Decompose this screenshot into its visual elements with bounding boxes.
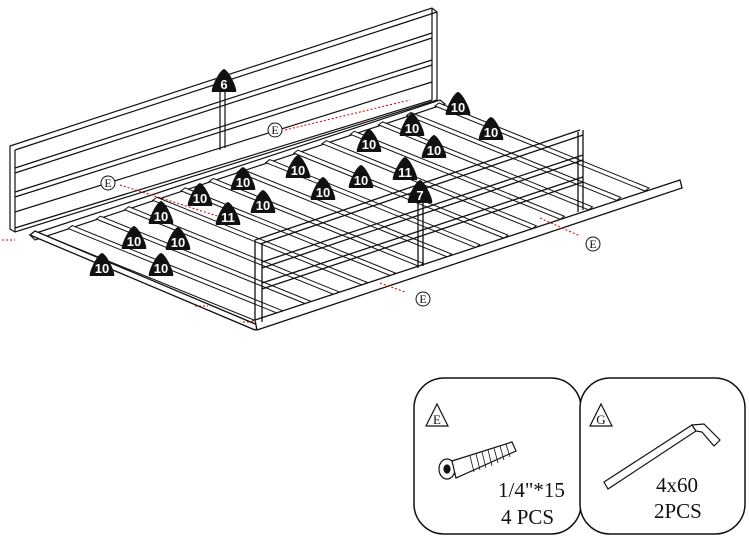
callout-slat-10-label: 10 [256,198,270,213]
callout-headboard-6: 6 [211,69,237,92]
bolt-callout-e-label: E [419,292,426,306]
part-callouts: 6710101010101010101010101010101010101111… [89,69,601,307]
callout-slat-10: 10 [165,227,191,250]
callout-slat-10: 10 [445,92,471,115]
callout-slat-10: 10 [230,167,256,190]
bolt-insertion-arrows [2,99,581,323]
callout-slat-10-label: 10 [236,175,250,190]
callout-slat-10: 10 [421,135,447,158]
callout-slat-10-label: 10 [451,100,465,115]
callout-slat-10-label: 10 [193,191,207,206]
callout-slat-10: 10 [250,190,276,213]
bolt-callout-e: E [100,175,116,191]
callout-slat-10: 10 [399,113,425,136]
callout-slat-10-label: 10 [127,234,141,249]
callout-slat-10: 10 [478,117,504,140]
callout-slat-10-label: 10 [354,173,368,188]
bolt-callout-e: E [415,291,431,307]
callout-slat-10-label: 10 [362,137,376,152]
callout-support-slat-11-label: 11 [221,210,235,225]
bolt-callout-e-label: E [271,123,278,137]
callout-slat-10: 10 [148,253,174,276]
callout-slat-10-label: 10 [405,121,419,136]
callout-slat-10: 10 [285,155,311,178]
left-side-rail [28,99,447,241]
callout-slat-10-label: 10 [171,235,185,250]
key-qty-text: 2PCS [654,499,702,523]
callout-slat-10-label: 10 [316,185,330,200]
bolt-callout-e: E [267,122,283,138]
callout-slat-10: 10 [187,183,213,206]
tag-e-icon: E [425,402,449,427]
callout-side-rail-7-label: 7 [416,188,423,203]
legend-panel-e: E 1/4"*15 4 PCS [413,377,582,535]
callout-slat-10-label: 10 [291,163,305,178]
callout-slat-10: 10 [121,226,147,249]
bolt-callout-e-label: E [589,237,596,251]
callout-support-slat-11: 11 [215,202,241,225]
callout-support-slat-11-label: 11 [398,165,412,180]
tag-g-label: G [596,412,605,427]
bolt-callout-e-label: E [104,176,111,190]
key-size-text: 4x60 [656,473,698,497]
callout-slat-10-label: 10 [154,209,168,224]
callout-slat-10: 10 [310,177,336,200]
callout-slat-10: 10 [356,129,382,152]
tag-g-icon: G [589,402,613,427]
bolt-callout-e: E [585,236,601,252]
callout-slat-10-label: 10 [154,261,168,276]
legend-panel-g: G 4x60 2PCS [579,377,746,535]
callout-slat-10-label: 10 [427,143,441,158]
callout-support-slat-11: 11 [392,157,418,180]
side-guard-rail [28,129,683,331]
callout-side-rail-7: 7 [407,180,433,203]
allen-key-icon [603,423,721,490]
callout-headboard-6-label: 6 [220,77,227,92]
callout-slat-10-label: 10 [484,125,498,140]
tag-e-label: E [433,412,441,427]
bolt-size-text: 1/4"*15 [498,478,565,502]
headboard [9,7,438,233]
callout-slat-10: 10 [89,253,115,276]
callout-slat-10: 10 [148,201,174,224]
callout-slat-10: 10 [348,165,374,188]
bolt-qty-text: 4 PCS [501,505,554,529]
hex-socket-bolt-icon [438,441,517,480]
callout-slat-10-label: 10 [95,261,109,276]
